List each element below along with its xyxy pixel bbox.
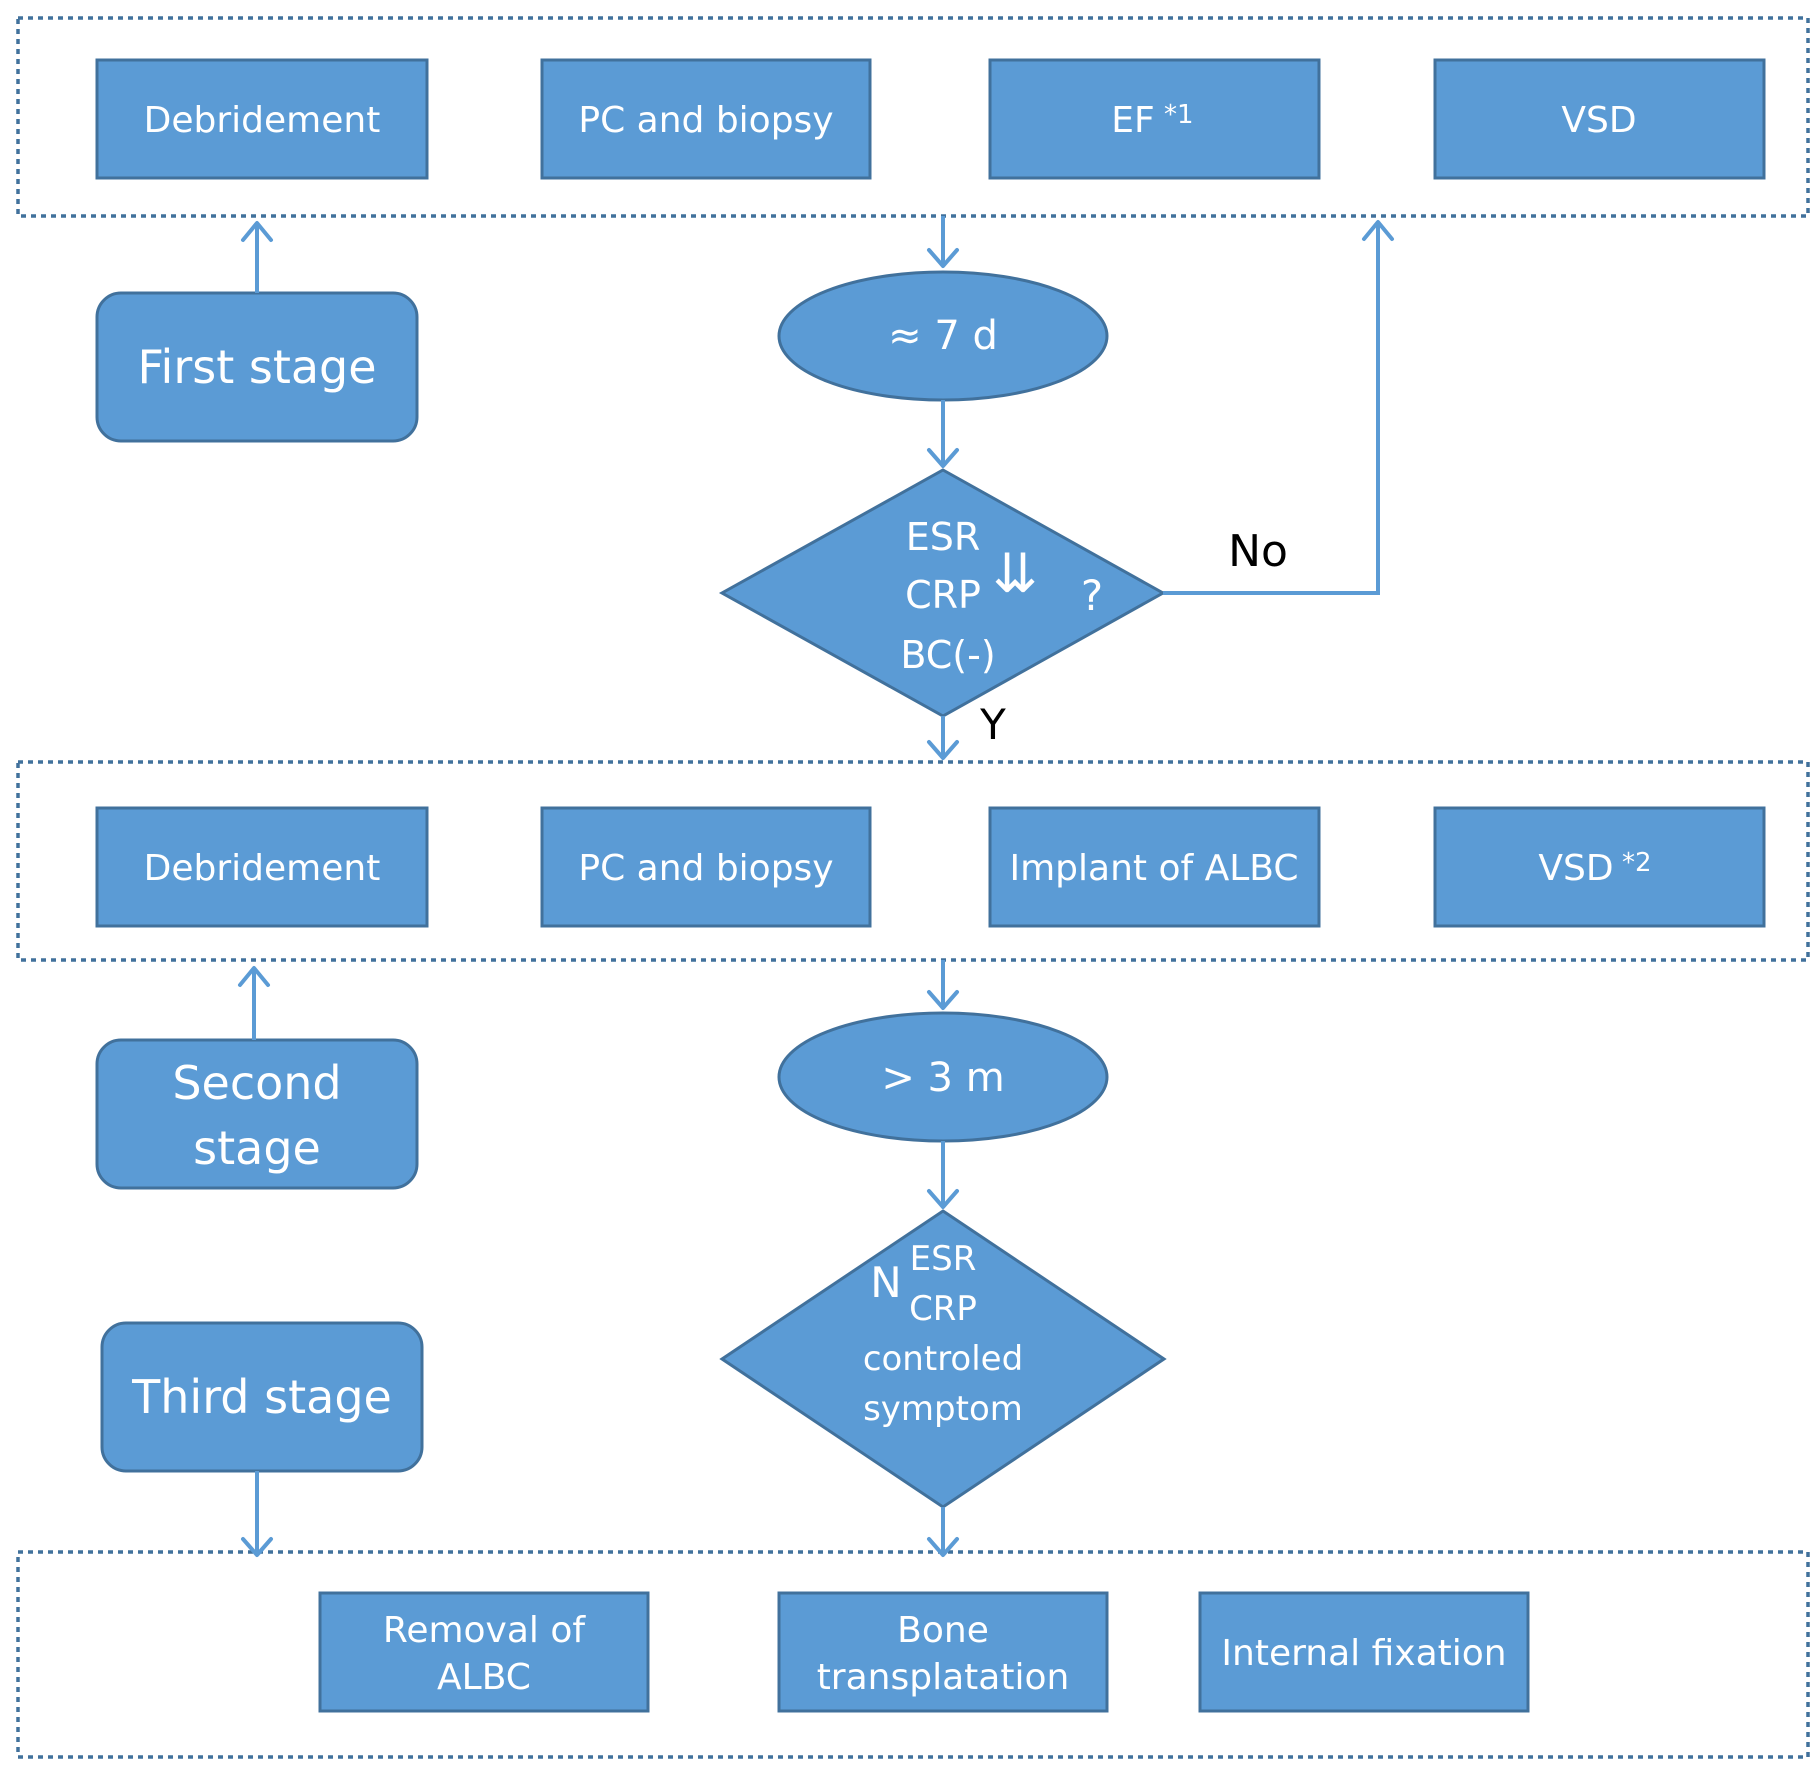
decision1-no-branch-arrow <box>1163 222 1380 595</box>
second-stage-box: Second stage <box>95 1038 419 1190</box>
decision1-no-branch-arrowhead <box>1362 220 1394 241</box>
stage1-ef-box: EF *1 <box>988 58 1321 180</box>
decision2-esr-label: ESR <box>910 1239 977 1279</box>
stage3-bone-transplantation-box: Bone transplatation <box>777 1591 1109 1713</box>
stage2-implant-albc-box: Implant of ALBC <box>988 806 1321 928</box>
edge-label-yes: Y <box>979 700 1006 749</box>
first-stage-arrowhead <box>241 221 273 242</box>
wait-3-months-ellipse: > 3 m <box>777 1011 1109 1143</box>
wait-7-days-label: ≈ 7 d <box>888 313 998 359</box>
stage1-vsd-label: VSD <box>1561 100 1636 141</box>
stage1-pc-biopsy-box: PC and biopsy <box>540 58 872 180</box>
stage3-internal-fixation-box: Internal fixation <box>1198 1591 1530 1713</box>
stage3-removal-label-line1: Removal of <box>383 1610 586 1651</box>
stage2-group-frame <box>16 760 1810 962</box>
stage1-group-frame <box>16 16 1810 218</box>
decision2-n-label: N <box>870 1258 901 1307</box>
decision1-bc-label: BC(-) <box>900 633 995 677</box>
decision2-crp-label: CRP <box>909 1289 977 1329</box>
decision2-symptom-label: symptom <box>863 1389 1023 1429</box>
stage2-debridement-label: Debridement <box>144 848 381 889</box>
edge-label-no: No <box>1228 526 1288 577</box>
stage2-debridement-box: Debridement <box>95 806 429 928</box>
second-stage-label-line1: Second <box>172 1056 341 1110</box>
stage1-ef-footnote: *1 <box>1164 100 1194 130</box>
third-stage-label: Third stage <box>131 1370 392 1424</box>
stage1-debridement-label: Debridement <box>144 100 381 141</box>
stage2-pc-biopsy-box: PC and biopsy <box>540 806 872 928</box>
first-stage-box: First stage <box>95 291 419 443</box>
stage2-pc-biopsy-label: PC and biopsy <box>578 848 833 889</box>
stage2-vsd-label: VSD <box>1538 848 1613 889</box>
stage3-bone-label-line1: Bone <box>897 1610 989 1651</box>
stage3-internal-fixation-label: Internal fixation <box>1221 1633 1506 1674</box>
stage2-vsd-box: VSD *2 <box>1433 806 1766 928</box>
second-stage-arrowhead <box>238 966 270 987</box>
decision1-yes-branch-arrowhead <box>927 740 959 760</box>
wait2-to-decision2-arrowhead <box>927 1189 959 1209</box>
wait-7-days-ellipse: ≈ 7 d <box>777 270 1109 402</box>
wait1-to-decision1-arrowhead <box>927 448 959 468</box>
decision1-diamond: ESR CRP BC(-) ⇊ ? <box>718 468 1167 718</box>
decision1-question-mark: ? <box>1081 571 1103 620</box>
third-stage-arrowhead <box>241 1537 273 1557</box>
stage1-vsd-box: VSD <box>1433 58 1766 180</box>
stage1-debridement-box: Debridement <box>95 58 429 180</box>
decision1-decreasing-arrows: ⇊ <box>992 542 1037 605</box>
decision1-crp-label: CRP <box>905 573 981 617</box>
first-stage-label: First stage <box>137 340 376 394</box>
stage3-removal-label-line2: ALBC <box>437 1657 531 1698</box>
wait-3-months-label: > 3 m <box>881 1055 1004 1101</box>
decision2-to-stage3-arrowhead <box>927 1537 959 1557</box>
stage1-ef-label: EF <box>1111 100 1154 141</box>
stage1-pc-biopsy-label: PC and biopsy <box>578 100 833 141</box>
stage2-to-wait2-arrowhead <box>927 990 959 1010</box>
decision1-esr-label: ESR <box>906 515 981 559</box>
decision2-diamond: N ESR CRP controled symptom <box>719 1209 1167 1509</box>
stage1-to-wait1-arrowhead <box>927 248 959 268</box>
stage2-implant-albc-label: Implant of ALBC <box>1009 848 1298 889</box>
stage2-vsd-footnote: *2 <box>1622 848 1652 878</box>
stage3-removal-albc-box: Removal of ALBC <box>318 1591 650 1713</box>
stage3-group-frame <box>16 1550 1810 1759</box>
decision2-controled-label: controled <box>863 1339 1023 1379</box>
second-stage-label-line2: stage <box>193 1121 321 1175</box>
third-stage-box: Third stage <box>100 1321 424 1473</box>
stage3-bone-label-line2: transplatation <box>817 1657 1070 1698</box>
